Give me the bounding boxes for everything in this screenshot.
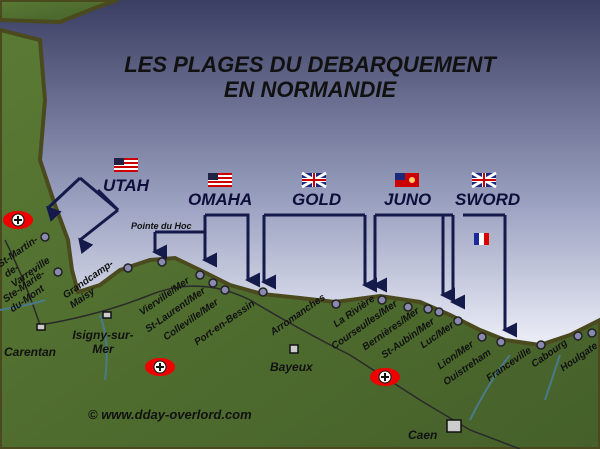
beach-gold: GOLD (292, 190, 342, 209)
us-flag-icon (208, 173, 232, 187)
beach-juno: JUNO (384, 190, 432, 209)
beach-utah: UTAH (103, 176, 149, 195)
title-line2: EN NORMANDIE (223, 77, 397, 102)
title-line1: LES PLAGES DU DEBARQUEMENT (124, 52, 496, 77)
canada-red-ensign-icon (395, 173, 419, 187)
copyright: © www.dday-overlord.com (88, 407, 252, 422)
flags (114, 158, 497, 245)
us-flag-icon (114, 158, 138, 172)
france-flag-icon (474, 233, 489, 245)
label-caen: Caen (408, 428, 438, 442)
cemetery-icons (3, 211, 400, 386)
beach-omaha: OMAHA (188, 190, 253, 209)
label-bayeux: Bayeux (270, 360, 313, 374)
beach-sword: SWORD (455, 190, 521, 209)
label-carentan: Carentan (4, 345, 57, 359)
river (0, 299, 561, 421)
uk-flag-icon (471, 171, 497, 189)
road (4, 239, 521, 449)
land-mainland (0, 27, 600, 449)
label-isigny: Isigny-sur-Mer (72, 328, 134, 356)
uk-flag-icon (301, 171, 327, 189)
label-pointe-du-hoc: Pointe du Hoc (131, 221, 192, 231)
land (0, 0, 119, 25)
